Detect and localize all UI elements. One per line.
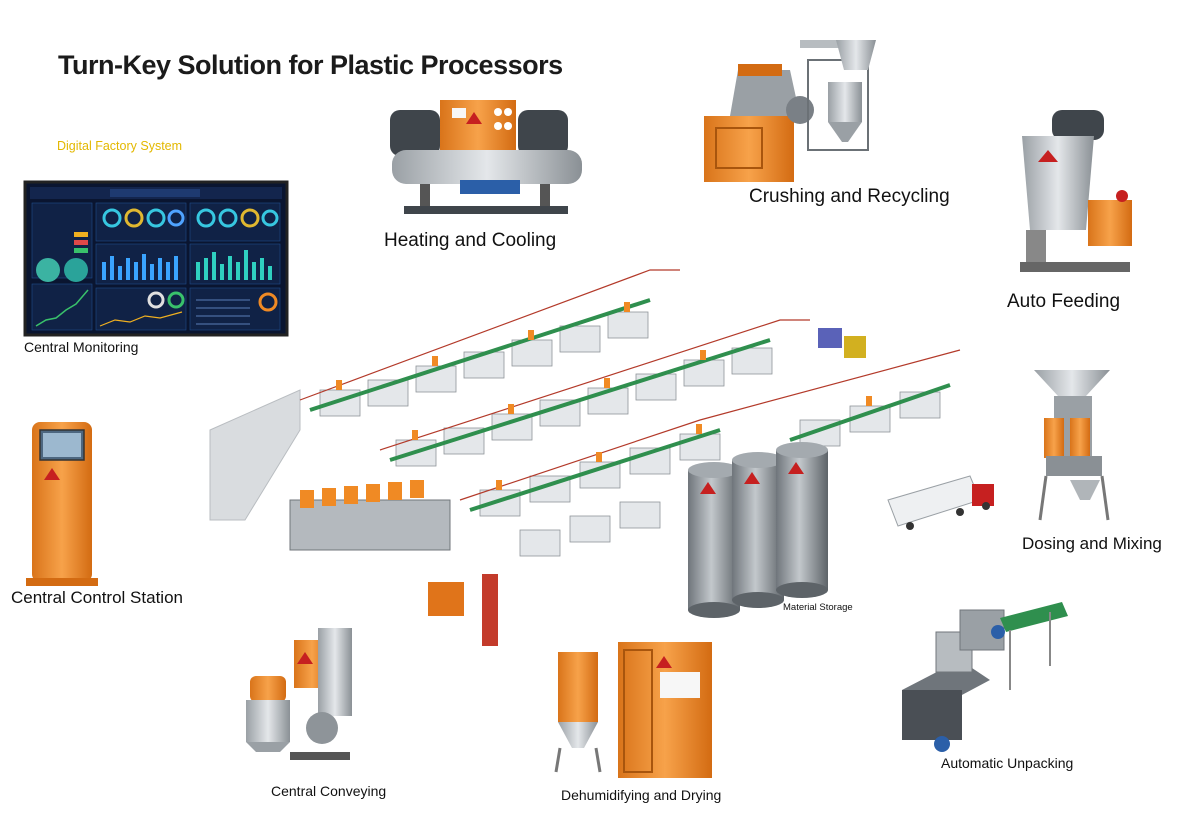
crushing-recycling-machine: [704, 40, 876, 182]
auto-feeding-loader: [1020, 110, 1132, 272]
dosing-mixing-unit: [1034, 370, 1110, 521]
label-central-monitoring: Central Monitoring: [24, 339, 139, 355]
automatic-unpacking-machine: [902, 602, 1068, 752]
label-automatic-unpacking: Automatic Unpacking: [941, 755, 1074, 771]
label-material-storage: Material Storage: [783, 602, 853, 613]
heating-cooling-chiller: [390, 100, 582, 214]
central-conveying-unit: [246, 628, 352, 760]
factory-floor-illustration: [209, 269, 994, 646]
label-dosing-mixing: Dosing and Mixing: [1022, 534, 1162, 553]
label-central-conveying: Central Conveying: [271, 783, 387, 799]
central-control-station-kiosk: [26, 422, 98, 586]
label-central-control-station: Central Control Station: [11, 588, 183, 607]
central-monitoring-screen: [23, 180, 289, 337]
dehumidifying-drying-unit: [554, 642, 712, 778]
label-auto-feeding: Auto Feeding: [1007, 291, 1121, 312]
page-title: Turn-Key Solution for Plastic Processors: [58, 50, 563, 80]
label-dehumidifying-drying: Dehumidifying and Drying: [561, 787, 722, 803]
subtitle: Digital Factory System: [57, 139, 183, 153]
label-crushing-recycling: Crushing and Recycling: [749, 186, 950, 207]
label-heating-cooling: Heating and Cooling: [384, 230, 557, 251]
